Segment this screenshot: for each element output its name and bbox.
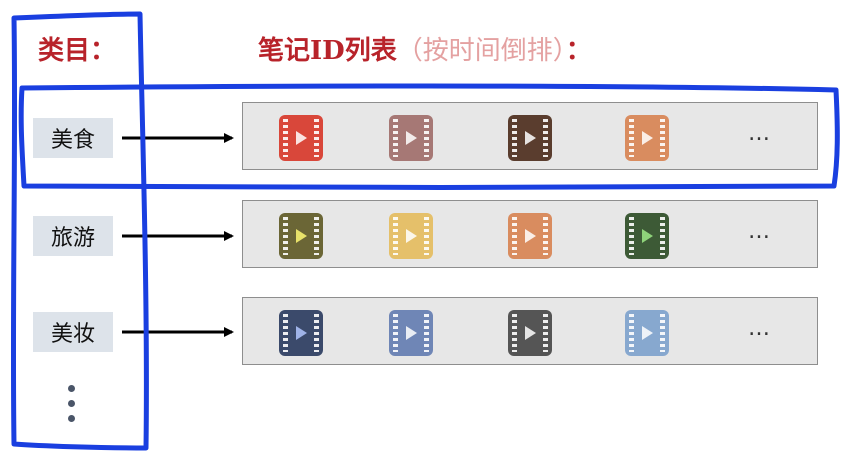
video-icon <box>279 213 323 259</box>
video-list-row-beauty: … <box>242 297 818 365</box>
video-icon <box>508 115 552 161</box>
video-icon <box>625 115 669 161</box>
video-icon <box>389 310 433 356</box>
category-beauty: 美妆 <box>33 312 113 352</box>
category-travel: 旅游 <box>33 216 113 256</box>
video-icon <box>625 310 669 356</box>
category-food: 美食 <box>33 118 113 158</box>
note-list-colon: ： <box>565 36 592 66</box>
video-list-row-food: … <box>242 102 818 170</box>
more-ellipsis: … <box>748 219 771 244</box>
more-ellipsis: … <box>748 121 771 146</box>
video-icon <box>279 310 323 356</box>
note-list-header: 笔记ID列表（按时间倒排）： <box>258 30 592 67</box>
category-header: 类目： <box>38 36 117 66</box>
video-icon <box>389 213 433 259</box>
video-icon <box>625 213 669 259</box>
more-categories-vertical-ellipsis <box>68 385 75 430</box>
video-icon <box>508 310 552 356</box>
video-icon <box>389 115 433 161</box>
note-list-title: 笔记ID列表 <box>258 36 397 66</box>
note-list-sort-note: （按时间倒排） <box>396 36 566 66</box>
more-ellipsis: … <box>748 316 771 341</box>
video-icon <box>279 115 323 161</box>
food-row-highlight <box>18 83 840 190</box>
category-column-highlight <box>10 11 149 451</box>
video-icon <box>508 213 552 259</box>
video-list-row-travel: … <box>242 200 818 268</box>
